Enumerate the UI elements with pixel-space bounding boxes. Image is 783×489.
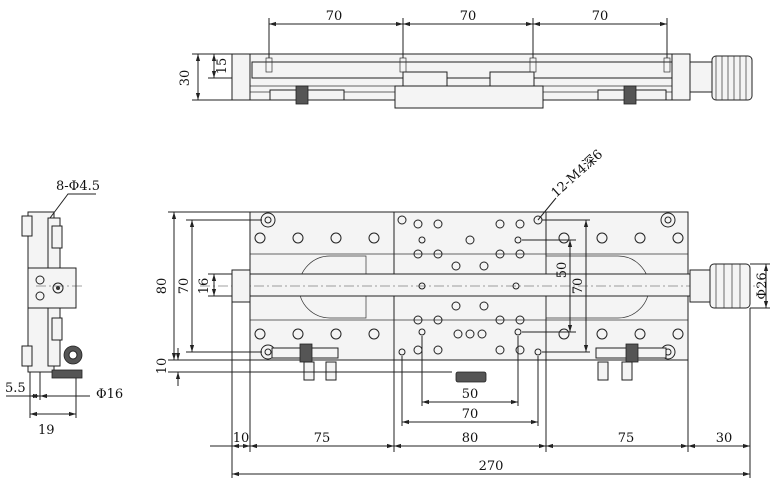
dim-side-19: 19	[38, 423, 55, 438]
dim-bot-70: 70	[462, 407, 479, 422]
dim-left-10: 10	[155, 358, 170, 375]
top-view-carriage	[251, 61, 683, 79]
dim-top-30: 30	[178, 70, 193, 87]
dim-top-70-a: 70	[326, 9, 343, 24]
top-view: 70 70 70 30 15	[178, 9, 753, 109]
dim-left-70: 70	[177, 278, 192, 295]
dim-bot-80: 80	[462, 431, 479, 446]
dim-bot-75-a: 75	[314, 431, 331, 446]
dim-bot-75-b: 75	[618, 431, 635, 446]
label-side-holes: 8-Φ4.5	[56, 179, 100, 194]
label-thread-note: 12-M4深6	[549, 147, 606, 201]
dim-side-5-5: 5.5	[5, 381, 26, 396]
dim-knob-phi26: Φ26	[755, 272, 770, 299]
top-view-knob-shaft	[689, 61, 713, 93]
carriage-handle	[455, 371, 487, 383]
dim-bot-270: 270	[479, 459, 504, 474]
carriage-holes	[397, 215, 543, 356]
side-view: 8-Φ4.5 5.5 Φ16 19	[5, 179, 123, 438]
dim-bot-10: 10	[233, 431, 250, 446]
dim-mid-50: 50	[555, 262, 570, 279]
dim-side-phi16: Φ16	[96, 387, 123, 402]
plan-view: 12-M4深6 80 70 16 10 50 70	[155, 147, 770, 478]
dim-bot-50: 50	[462, 387, 479, 402]
dim-bot-30: 30	[716, 431, 733, 446]
side-view-clamp	[27, 267, 77, 309]
lead-screw	[231, 273, 693, 297]
dim-left-80: 80	[155, 278, 170, 295]
dim-top-70-c: 70	[592, 9, 609, 24]
dim-left-16: 16	[197, 278, 212, 295]
top-view-base-block	[394, 85, 544, 109]
dim-mid-70: 70	[571, 278, 586, 295]
dim-top-70-b: 70	[460, 9, 477, 24]
dim-top-15: 15	[215, 58, 230, 75]
